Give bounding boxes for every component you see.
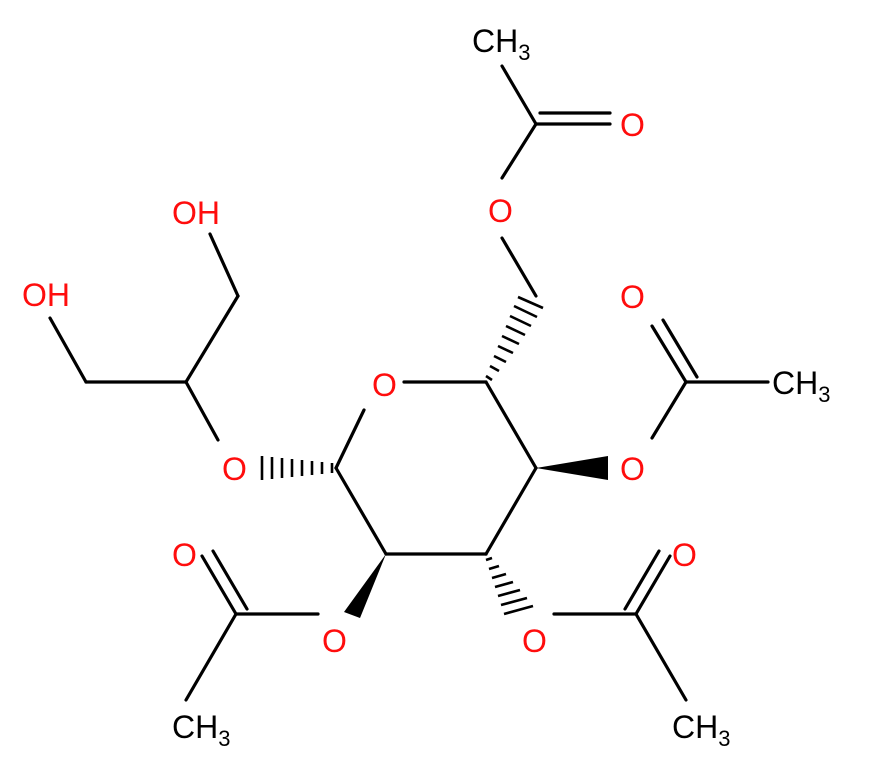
atom-ch3-4: CH3 <box>772 365 830 407</box>
bond-cacyl3-ch3 <box>634 612 688 702</box>
atom-ch3-6: CH3 <box>472 23 530 65</box>
bond-oester4-cacyl4 <box>650 380 688 440</box>
bond-cacyl2-ocarb-a <box>200 554 238 616</box>
bond-ch2-ch <box>184 294 240 384</box>
bond-ohleft-ch2 <box>48 316 88 384</box>
stereo-wedges <box>260 295 608 618</box>
bond-cacyl6-ch3 <box>500 64 538 126</box>
atom-o-ester-3: O <box>522 623 547 659</box>
atom-ch3-2: CH3 <box>172 709 230 751</box>
hash-wedge-c1 <box>260 456 334 480</box>
bond-cacyl3-ocarb-b <box>623 549 661 611</box>
bond-oester6-cacyl6 <box>500 122 538 180</box>
atom-labels: OH OH O O O O CH3 O O CH3 O O CH3 O O CH… <box>22 23 830 751</box>
bonds <box>48 64 770 702</box>
bond-cacyl3-ocarb-a <box>634 554 672 616</box>
atom-o-ester-4: O <box>620 451 645 487</box>
atom-o-carbonyl-4: O <box>620 279 645 315</box>
bond-cacyl4-ocarb-b <box>661 318 699 379</box>
atom-oh-top: OH <box>172 195 220 231</box>
bond-c4-c3 <box>484 466 538 556</box>
atom-ch3-3: CH3 <box>672 709 730 751</box>
atom-o-carbonyl-6: O <box>620 107 645 143</box>
atom-o-carbonyl-3: O <box>672 537 697 573</box>
bond-c5-c4 <box>484 380 538 470</box>
bond-ch-oglyco <box>184 380 220 442</box>
solid-wedge-c2 <box>344 554 386 618</box>
bond-cacyl2-ocarb-b <box>211 549 249 611</box>
atom-o-ester-6: O <box>488 193 513 229</box>
bond-cacyl4-ocarb-a <box>650 324 688 384</box>
solid-wedge-c4 <box>536 456 608 480</box>
bond-c6-oester6 <box>500 236 538 298</box>
atom-o-carbonyl-2: O <box>172 537 197 573</box>
atom-o-ester-2: O <box>322 623 347 659</box>
bond-c2-c1 <box>334 466 388 556</box>
bond-ohtop-ch2 <box>208 232 240 298</box>
atom-o-ring: O <box>372 367 397 403</box>
atom-oh-left: OH <box>22 277 70 313</box>
hash-wedge-c3 <box>485 556 534 616</box>
hash-wedge-c5 <box>485 295 544 382</box>
bond-cacyl2-ch3 <box>184 612 238 702</box>
atom-o-glycosidic: O <box>222 451 247 487</box>
bond-c1-oring <box>334 408 366 470</box>
